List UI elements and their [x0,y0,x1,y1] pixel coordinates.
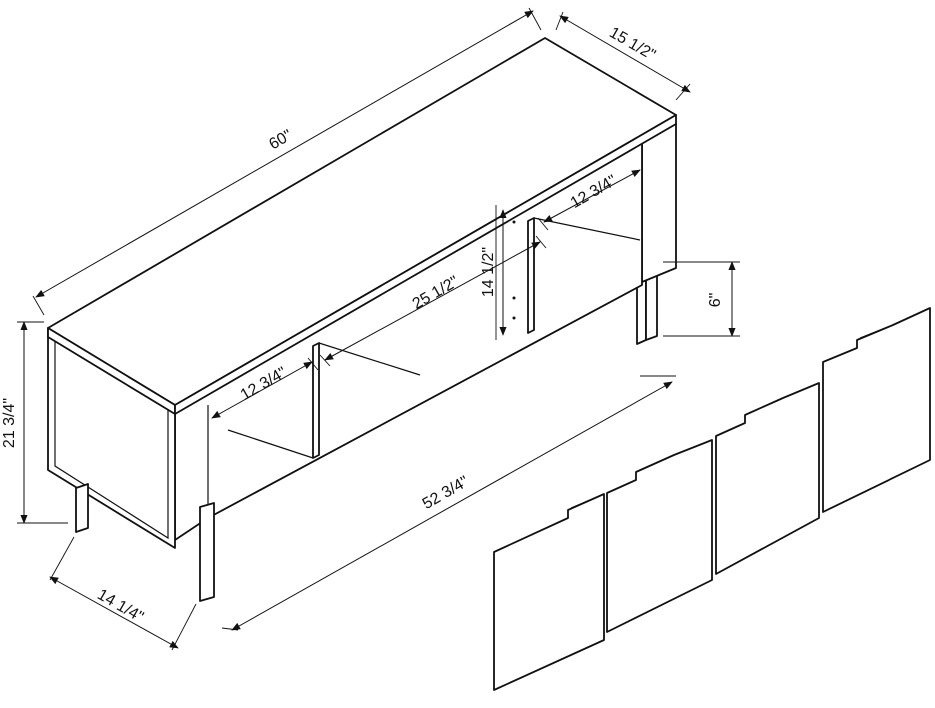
label-compartment-height: 14 1/2" [480,247,497,297]
door-1 [493,493,605,691]
dimension-lines [17,7,740,651]
back-left-leg [75,483,89,533]
door-2 [606,439,713,633]
front-left-leg [199,502,215,602]
divider-right [527,217,535,334]
door-3 [715,382,820,575]
label-overall-height: 21 3/4" [1,398,18,448]
label-leg-height: 6" [707,293,724,308]
door-panels [493,307,931,691]
door-4 [822,307,931,513]
label-leg-span: 52 3/4" [420,473,472,513]
right-side-panel [641,123,677,283]
divider-left [312,342,320,459]
label-overall-width: 60" [266,127,295,153]
